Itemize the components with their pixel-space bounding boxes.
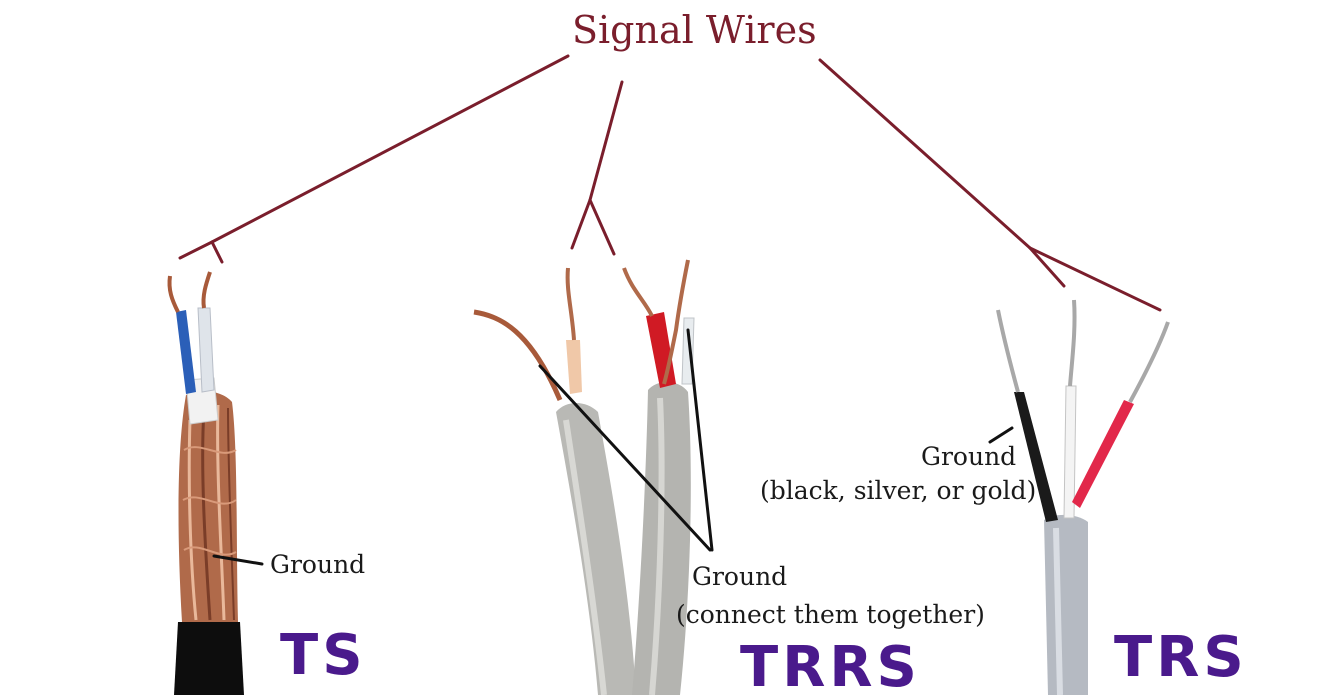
ts-ground-label: Ground [270, 550, 366, 579]
trs-type-label: TRS [1114, 625, 1248, 690]
trs-ground-label: Ground [921, 442, 1017, 471]
ts-cable-photo [167, 271, 244, 695]
trs-red-wire [1072, 400, 1134, 508]
trrs-type-label: TRRS [740, 635, 921, 700]
ground-leader-lines [212, 328, 1014, 566]
ts-blue-wire [176, 310, 196, 394]
trs-cable-photo [996, 299, 1170, 695]
signal-line-trrs [588, 80, 624, 202]
trrs-ground-leader-right [686, 328, 714, 552]
ts-ground-leader [212, 554, 264, 566]
signal-line-ts [210, 54, 570, 244]
trs-jacket [1044, 514, 1088, 695]
trs-ground-leader [988, 426, 1014, 444]
diagram-title: Signal Wires [572, 8, 817, 52]
trrs-ground-leader-left [538, 364, 712, 552]
ts-type-label: TS [280, 623, 367, 688]
trrs-ground-label: Ground [692, 562, 788, 591]
signal-pointer-lines [178, 54, 1162, 312]
ts-jacket [174, 622, 244, 695]
trs-ground-note: (black, silver, or gold) [760, 476, 1037, 505]
trrs-cable-photo [473, 259, 695, 695]
signal-line-trs [818, 58, 1032, 250]
trs-black-wire [1014, 392, 1058, 522]
trrs-ground-note: (connect them together) [676, 600, 985, 629]
